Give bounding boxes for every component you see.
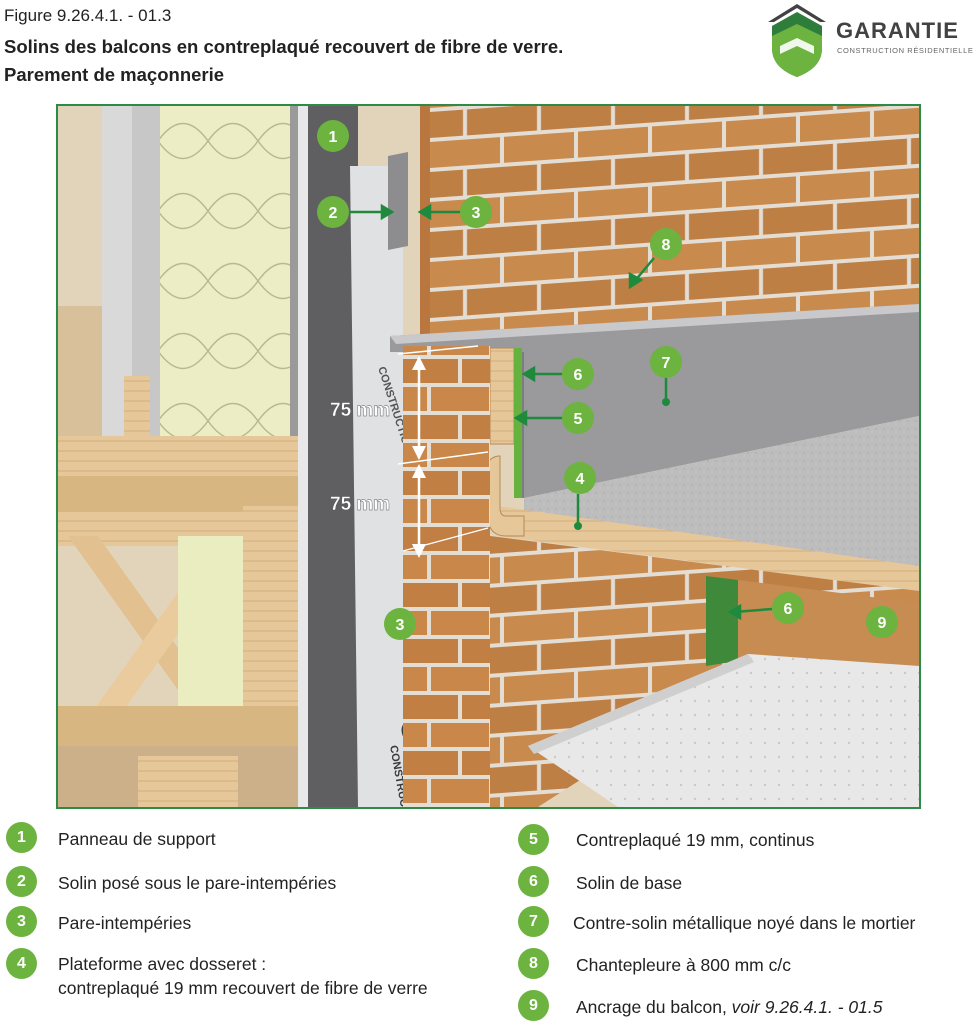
flashing-detail-figure: CONSTRUCTION GAR CONSTRUCTI xyxy=(56,104,921,809)
legend-badge-9: 9 xyxy=(518,990,549,1021)
callout-3-bottom-label: 3 xyxy=(396,617,405,634)
house-shield-icon xyxy=(768,4,826,77)
logo: GARANTIE CONSTRUCTION RÉSIDENTIELLE xyxy=(766,2,976,78)
legend-text-6: Solin de base xyxy=(576,873,683,893)
callout-4 xyxy=(564,462,596,494)
callout-2-label: 2 xyxy=(329,205,338,222)
legend-text-4b: contreplaqué 19 mm recouvert de fibre de… xyxy=(58,978,428,998)
legend-badge-3: 3 xyxy=(6,906,37,937)
dimension-bottom: 75 mm xyxy=(330,494,390,515)
figure-number: Figure 9.26.4.1. - 01.3 xyxy=(4,6,172,25)
callout-3-top xyxy=(460,196,492,228)
legend-text-3: Pare-intempéries xyxy=(58,913,192,933)
brand-subtitle: CONSTRUCTION RÉSIDENTIELLE xyxy=(837,46,974,55)
callout-6-bottom xyxy=(772,592,804,624)
legend-text-7: Contre-solin métallique noyé dans le mor… xyxy=(573,913,916,933)
callout-8 xyxy=(650,228,682,260)
callout-2 xyxy=(317,196,349,228)
legend-text-8: Chantepleure à 800 mm c/c xyxy=(576,955,791,975)
callout-3-top-label: 3 xyxy=(472,205,481,222)
legend-badge-8: 8 xyxy=(518,948,549,979)
callout-1 xyxy=(317,120,349,152)
legend-badge-5: 5 xyxy=(518,824,549,855)
dimension-top: 75 mm xyxy=(330,400,390,421)
legend-text-4a: Plateforme avec dosseret : xyxy=(58,954,267,974)
legend-text-1: Panneau de support xyxy=(58,829,216,849)
callout-7 xyxy=(650,346,682,378)
brand-name: GARANTIE xyxy=(836,18,959,43)
callout-6-bottom-label: 6 xyxy=(784,601,793,618)
legend-badge-4: 4 xyxy=(6,948,37,979)
page-title: Solins des balcons en contreplaqué recou… xyxy=(4,36,564,57)
legend-text-9: Ancrage du balcon, voir 9.26.4.1. - 01.5 xyxy=(576,997,883,1017)
legend-badge-2: 2 xyxy=(6,866,37,897)
callout-9 xyxy=(866,606,898,638)
callout-6-top-label: 6 xyxy=(574,367,583,384)
callout-7-label: 7 xyxy=(662,355,671,372)
legend-text-2: Solin posé sous le pare-intempéries xyxy=(58,873,337,893)
callout-5-label: 5 xyxy=(574,411,583,428)
legend-badge-7: 7 xyxy=(518,906,549,937)
legend-badge-6: 6 xyxy=(518,866,549,897)
callout-5 xyxy=(562,402,594,434)
legend-text-9-ref: voir 9.26.4.1. - 01.5 xyxy=(731,997,883,1017)
page-subtitle: Parement de maçonnerie xyxy=(4,64,225,85)
callout-4-label: 4 xyxy=(576,471,585,488)
callout-1-label: 1 xyxy=(329,129,338,146)
callout-9-label: 9 xyxy=(878,615,887,632)
legend-badge-1: 1 xyxy=(6,822,37,853)
callout-8-label: 8 xyxy=(662,237,671,254)
callout-3-bottom xyxy=(384,608,416,640)
callout-6-top xyxy=(562,358,594,390)
legend-text-5: Contreplaqué 19 mm, continus xyxy=(576,830,815,850)
